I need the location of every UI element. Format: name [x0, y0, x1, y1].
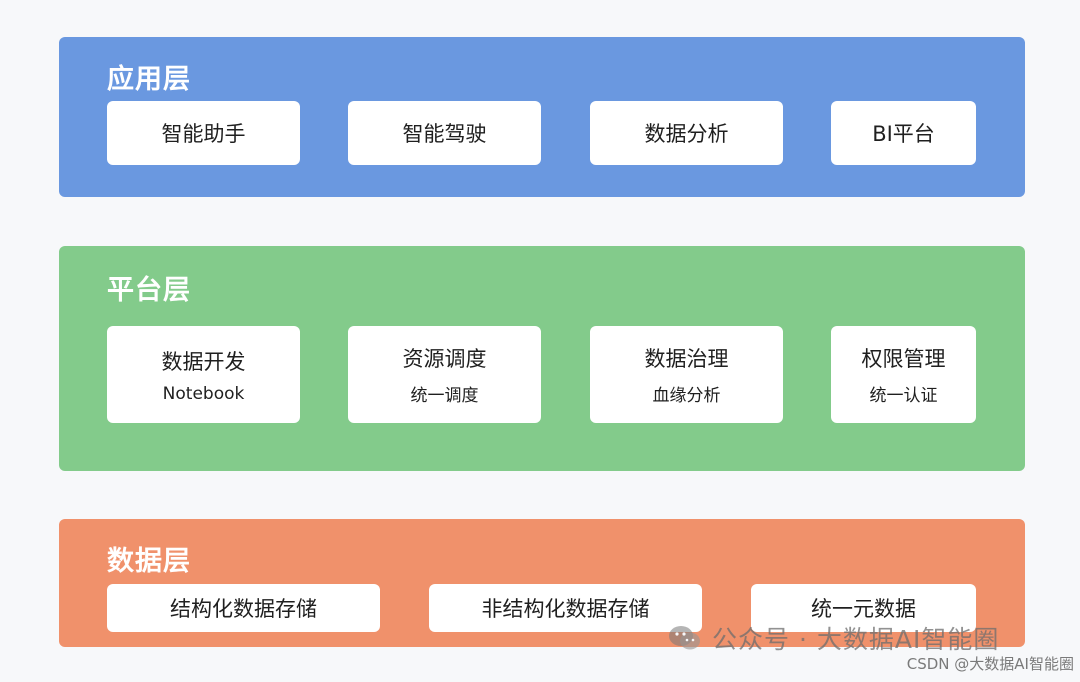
card-label: 资源调度: [402, 347, 487, 371]
card-label: 统一元数据: [811, 597, 916, 621]
card-permission-management: 权限管理 统一认证: [831, 326, 976, 423]
platform-layer-title: 平台层: [107, 275, 191, 306]
card-unified-metadata: 统一元数据: [751, 584, 976, 632]
card-label: 智能驾驶: [402, 122, 487, 146]
card-data-development: 数据开发 Notebook: [107, 326, 300, 423]
card-label: 结构化数据存储: [170, 597, 317, 621]
application-layer-title: 应用层: [107, 64, 191, 95]
application-layer: 应用层 智能助手 智能驾驶 数据分析 BI平台: [59, 37, 1025, 197]
platform-layer: 平台层 数据开发 Notebook 资源调度 统一调度 数据治理 血缘分析 权限…: [59, 246, 1025, 471]
card-label: 数据开发: [161, 349, 246, 374]
data-layer: 数据层 结构化数据存储 非结构化数据存储 统一元数据: [59, 519, 1025, 647]
card-label: 权限管理: [861, 347, 946, 371]
card-data-analysis: 数据分析: [590, 101, 783, 165]
card-label: 非结构化数据存储: [481, 597, 650, 621]
watermark-text: 公众号 · 大数据AI智能圈: [712, 625, 1000, 654]
card-smart-driving: 智能驾驶: [348, 101, 541, 165]
wechat-watermark: 公众号 · 大数据AI智能圈: [668, 620, 999, 656]
card-label: 智能助手: [161, 122, 246, 146]
card-label: 数据分析: [644, 122, 729, 146]
card-sublabel: 血缘分析: [652, 386, 721, 406]
wechat-icon: [669, 626, 700, 650]
card-label: 数据治理: [644, 347, 729, 371]
card-bi-platform: BI平台: [831, 101, 976, 165]
card-sublabel: 统一调度: [410, 386, 479, 406]
card-smart-assistant: 智能助手: [107, 101, 300, 165]
card-sublabel: 统一认证: [869, 386, 938, 406]
card-label: BI平台: [872, 122, 935, 146]
card-resource-scheduling: 资源调度 统一调度: [348, 326, 541, 423]
data-layer-title: 数据层: [107, 546, 191, 577]
card-structured-storage: 结构化数据存储: [107, 584, 380, 632]
csdn-watermark: CSDN @大数据AI智能圈: [906, 655, 1074, 673]
card-sublabel: Notebook: [162, 383, 245, 404]
card-data-governance: 数据治理 血缘分析: [590, 326, 783, 423]
card-unstructured-storage: 非结构化数据存储: [429, 584, 702, 632]
